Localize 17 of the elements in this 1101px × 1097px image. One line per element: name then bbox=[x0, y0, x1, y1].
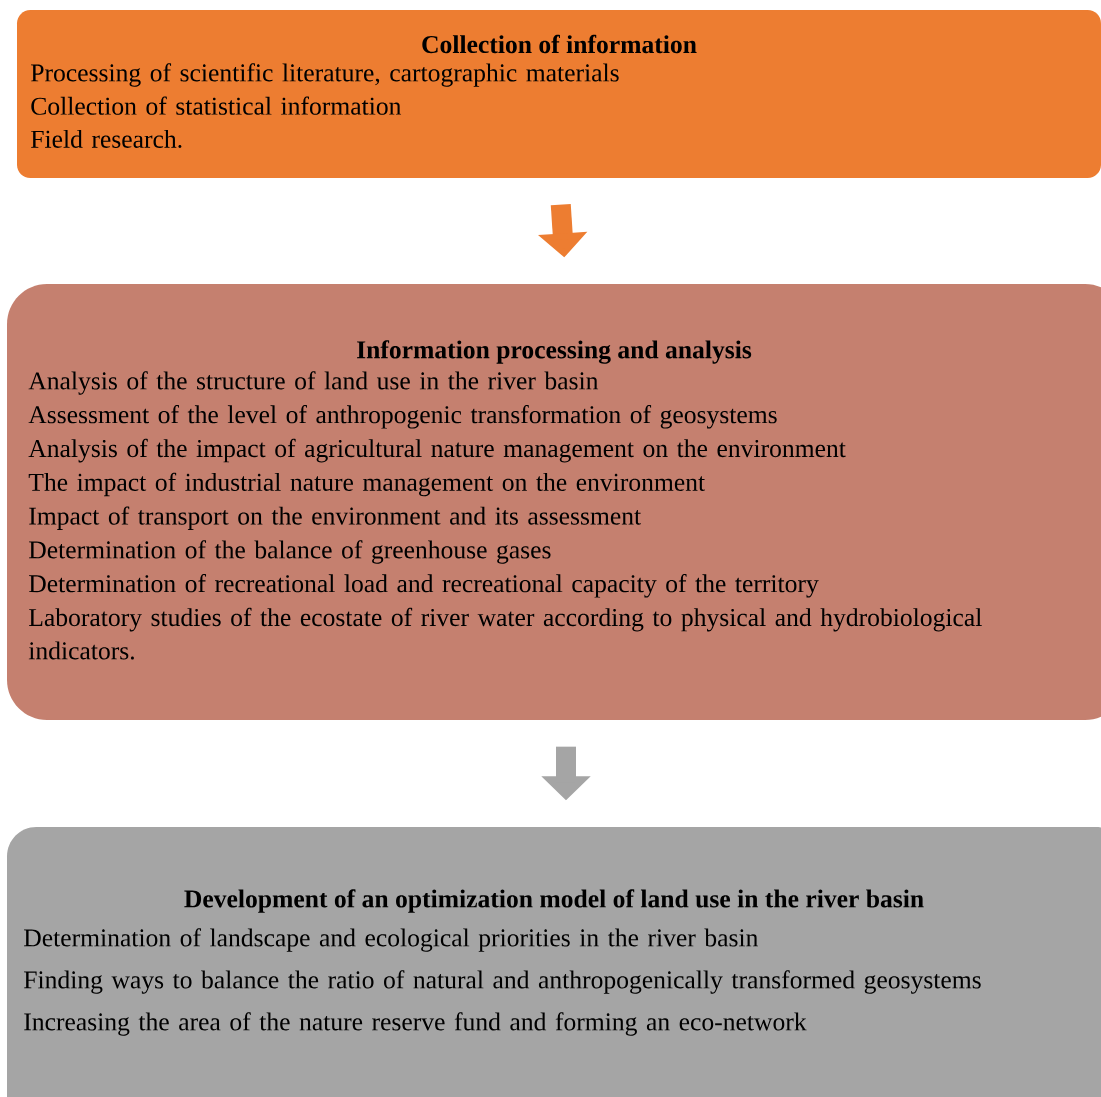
list-item: Determination of the balance of greenhouse gases bbox=[29, 540, 551, 564]
box-heading: Information processing and analysis bbox=[357, 340, 752, 364]
list-item: Determination of recreational load and recreational capacity of the territory bbox=[29, 574, 819, 598]
list-item: Analysis of the impact of agricultural nature management on the environment bbox=[28, 438, 846, 463]
box-heading: Development of an optimization model of land use in the river basin bbox=[184, 889, 924, 913]
list-item: Laboratory studies of the ecostate of river water according to physical and hydrobiological indicators. bbox=[28, 607, 982, 660]
list-item: Determination of landscape and ecological priorities in the river basin bbox=[24, 928, 758, 952]
list-item: Assessment of the level of anthropogenic transformation of geosystems bbox=[28, 405, 777, 429]
list-item: Finding ways to balance the ratio of natural and anthropogenically transformed geosystems bbox=[24, 970, 981, 994]
list-item: Field research. bbox=[31, 129, 182, 148]
list-item: The impact of industrial nature management on the environment bbox=[28, 472, 705, 497]
box-heading: Collection of information bbox=[422, 34, 697, 54]
list-item: Collection of statistical information bbox=[31, 96, 402, 115]
list-item: Analysis of the structure of land use in the river basin bbox=[28, 371, 599, 395]
list-item: Increasing the area of the nature reserve fund and forming an eco-network bbox=[24, 1012, 807, 1036]
list-item: Impact of transport on the environment and its assessment bbox=[29, 506, 641, 530]
list-item: Processing of scientific literature, cartographic materials bbox=[31, 63, 619, 87]
